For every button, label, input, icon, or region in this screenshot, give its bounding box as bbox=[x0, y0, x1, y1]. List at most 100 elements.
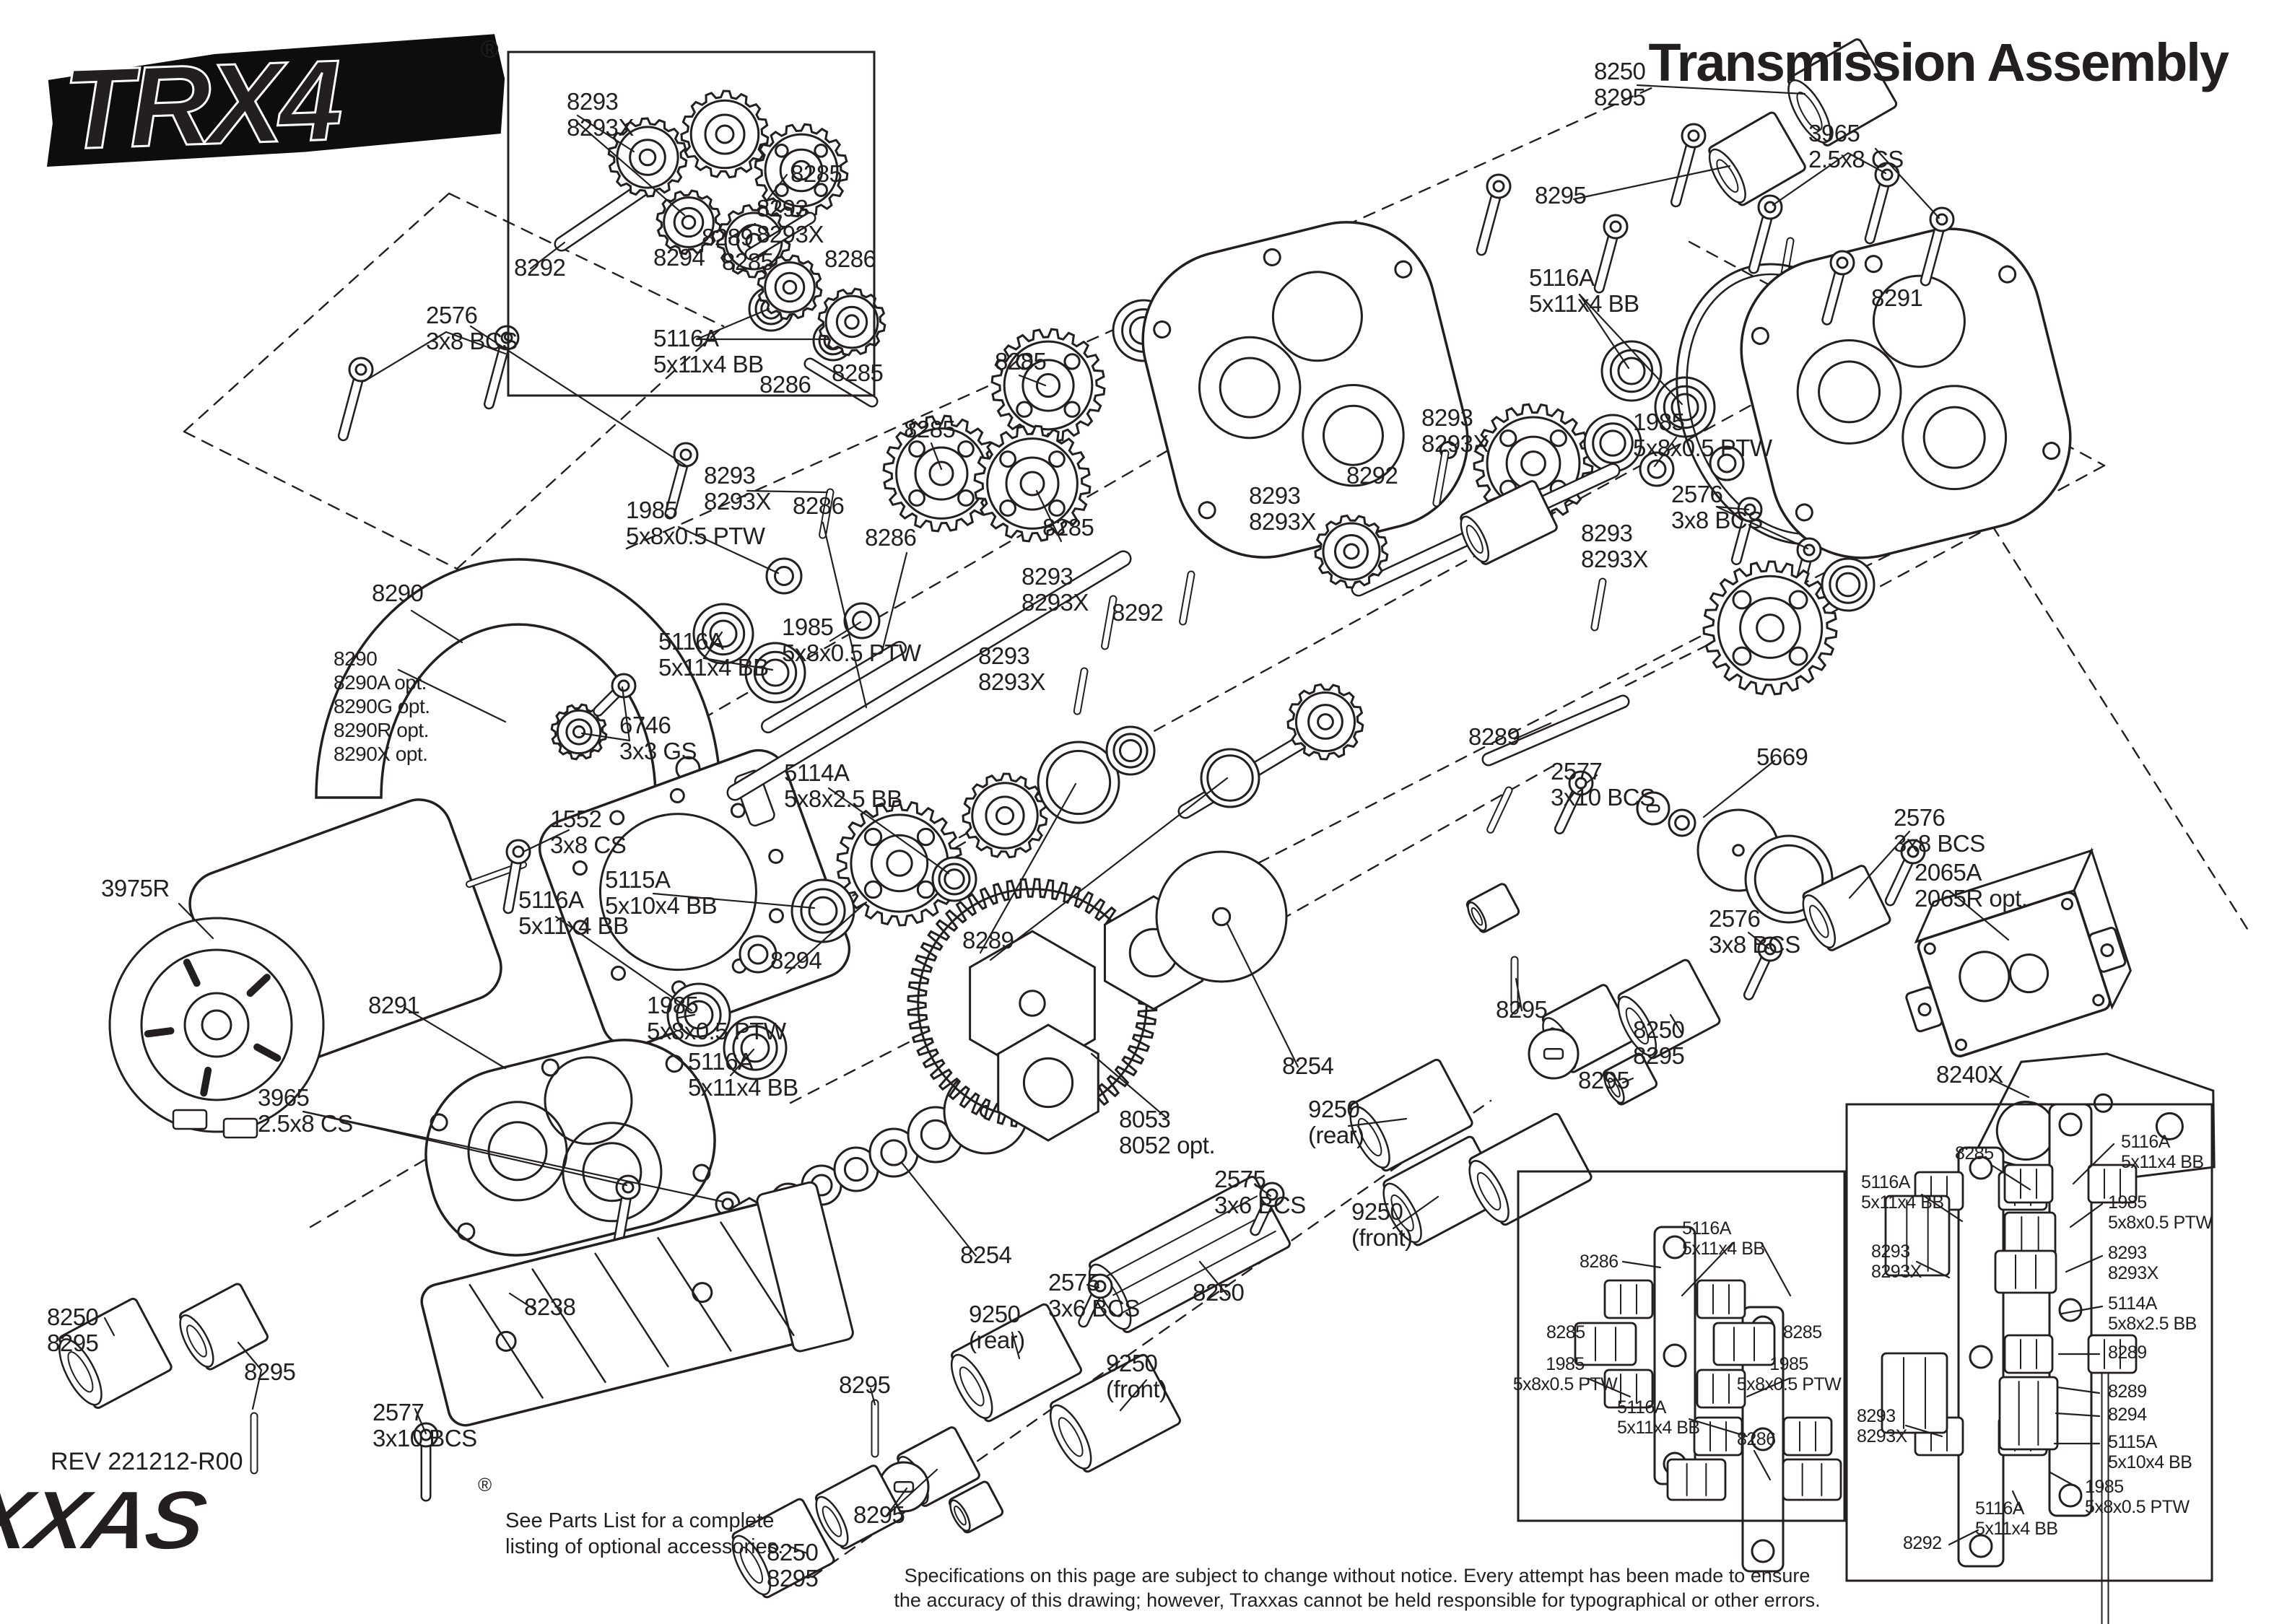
part-label: 8295 bbox=[244, 1358, 295, 1385]
part-cyl bbox=[179, 1283, 269, 1371]
part-label: 8289 bbox=[2108, 1381, 2147, 1402]
part-label: 8285 bbox=[1783, 1322, 1822, 1343]
part-block bbox=[2087, 1164, 2138, 1204]
part-rod bbox=[554, 180, 653, 252]
part-label: 8291 bbox=[1871, 284, 1922, 311]
part-bearing bbox=[1821, 557, 1876, 612]
part-label: 8254 bbox=[960, 1241, 1012, 1268]
part-ball bbox=[1636, 791, 1670, 826]
part-label: 8250 bbox=[1193, 1279, 1245, 1306]
part-label: 8286 bbox=[865, 524, 916, 551]
part-label: 8294 bbox=[2108, 1405, 2147, 1425]
part-cyl bbox=[1465, 883, 1520, 933]
part-bearing bbox=[1654, 376, 1716, 438]
part-cyl bbox=[1708, 111, 1806, 206]
traxxas-logo-text: TRAXXAS bbox=[0, 1473, 213, 1567]
part-washer bbox=[843, 602, 881, 639]
part-cyl bbox=[1468, 1112, 1593, 1226]
part-gear bbox=[550, 703, 608, 761]
part-gear bbox=[817, 287, 886, 357]
trx4-logo: TRX4 ® bbox=[46, 34, 505, 175]
part-block bbox=[1712, 1322, 1776, 1366]
part-block bbox=[1782, 1458, 1842, 1501]
part-servo bbox=[1905, 847, 2132, 1058]
part-label: 8238 bbox=[524, 1293, 575, 1320]
part-label: 8289 bbox=[2108, 1343, 2147, 1363]
part-label: 8286 bbox=[793, 492, 844, 519]
part-block bbox=[1884, 1195, 1951, 1277]
part-screw bbox=[337, 357, 374, 442]
disclaimer-line2: the accuracy of this drawing; however, T… bbox=[894, 1589, 1820, 1611]
part-motor bbox=[108, 798, 527, 1139]
callout-leader-lines bbox=[103, 84, 2115, 1555]
part-gear bbox=[757, 254, 823, 320]
part-screw bbox=[613, 1174, 641, 1247]
traxxas-logo: TRAXXAS ® bbox=[0, 1472, 492, 1568]
part-cyl bbox=[58, 1298, 173, 1409]
part-rod bbox=[761, 641, 907, 733]
part-pin bbox=[1179, 570, 1195, 626]
part-label: 8295 bbox=[1535, 182, 1586, 209]
part-cyl bbox=[1617, 959, 1721, 1060]
part-label: 8292 bbox=[1903, 1533, 1942, 1553]
part-housing bbox=[1740, 227, 2072, 559]
traxxas-logo-reg: ® bbox=[478, 1474, 492, 1496]
part-pin bbox=[1590, 577, 1607, 632]
part-label: 8285 bbox=[904, 416, 955, 442]
part-label: 8290 bbox=[372, 580, 424, 606]
part-label: 8295 bbox=[1496, 996, 1547, 1023]
part-label: 8295 bbox=[853, 1501, 905, 1528]
part-gear bbox=[655, 189, 722, 256]
part-label: 8286 bbox=[759, 371, 811, 398]
part-block bbox=[2003, 1164, 2054, 1204]
part-label: 8285 bbox=[1546, 1322, 1585, 1343]
part-screw bbox=[1078, 1273, 1113, 1328]
part-screw bbox=[593, 673, 637, 717]
part-rod bbox=[726, 550, 1132, 801]
part-cyl bbox=[731, 1498, 835, 1599]
part-hexplate bbox=[997, 1023, 1099, 1142]
part-pin bbox=[1486, 786, 1513, 834]
part-block bbox=[2003, 1334, 2054, 1374]
trx4-logo-reg: ® bbox=[480, 35, 499, 64]
part-screw bbox=[1884, 839, 1926, 907]
part-label: 5669 bbox=[1756, 743, 1808, 770]
part-pin bbox=[1432, 449, 1450, 507]
parts-note-line2: listing of optional accessories. bbox=[505, 1535, 783, 1558]
part-bearing bbox=[1105, 725, 1156, 776]
part-block bbox=[1696, 1279, 1746, 1319]
part-cyl bbox=[1049, 1353, 1181, 1473]
part-cyl bbox=[1460, 480, 1558, 565]
part-bearing bbox=[790, 878, 855, 943]
part-block bbox=[1603, 1279, 1654, 1319]
part-block bbox=[1603, 1368, 1654, 1409]
part-screw bbox=[1554, 770, 1594, 834]
part-label: 8292 bbox=[1112, 599, 1163, 626]
inset-box bbox=[1517, 1170, 1846, 1522]
part-label: 8285 bbox=[995, 348, 1046, 375]
